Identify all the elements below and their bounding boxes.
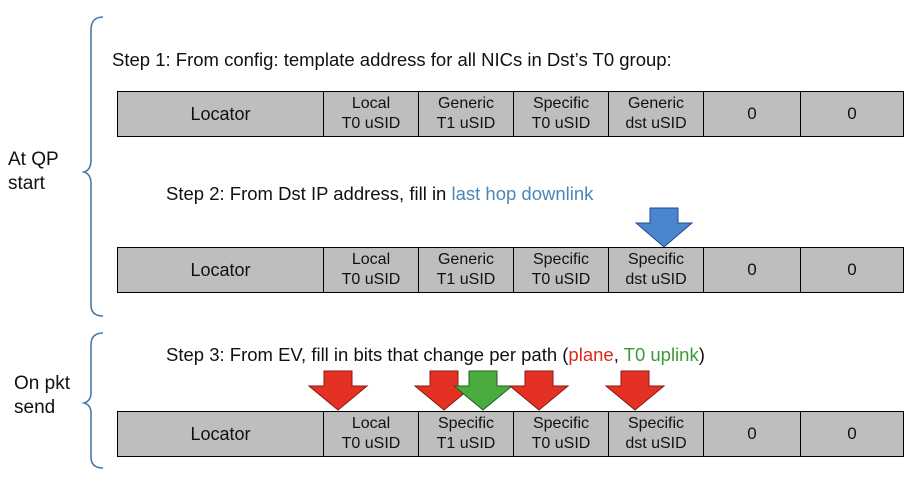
cell-t1: Specific T1 uSID xyxy=(419,412,514,456)
cell-text: T1 uSID xyxy=(436,115,496,132)
step2-prefix: Step 2: From Dst IP address, fill in xyxy=(166,183,452,204)
cell-text: Locator xyxy=(190,424,251,444)
pkt-send-line2: send xyxy=(14,397,56,418)
cell-local-t0: Local T0 uSID xyxy=(324,412,419,456)
step2-highlight: last hop downlink xyxy=(451,183,594,204)
cell-text: dst uSID xyxy=(625,435,687,452)
cell-text: Specific xyxy=(627,415,684,432)
cell-text: Specific xyxy=(532,251,590,268)
cell-text: 0 xyxy=(747,424,757,443)
cell-zero-a: 0 xyxy=(704,412,801,456)
cell-text: T0 uSID xyxy=(531,435,591,452)
cell-locator: Locator xyxy=(118,248,324,292)
cell-zero-b: 0 xyxy=(801,412,903,456)
cell-zero-a: 0 xyxy=(704,92,801,136)
step3-prefix: Step 3: From EV, fill in bits that chang… xyxy=(166,344,569,365)
cell-text: Local xyxy=(351,415,391,432)
cell-text: Local xyxy=(351,95,391,112)
down-arrow-red-local-t0 xyxy=(307,370,369,411)
step2-text: Step 2: From Dst IP address, fill in las… xyxy=(166,183,593,205)
step1-text: Step 1: From config: template address fo… xyxy=(112,49,672,70)
cell-local-t0: Local T0 uSID xyxy=(324,92,419,136)
cell-dst: Specific dst uSID xyxy=(609,248,704,292)
cell-text: Generic xyxy=(627,95,684,112)
qp-start-line2: start xyxy=(8,173,45,194)
cell-t1: Generic T1 uSID xyxy=(419,248,514,292)
cell-text: dst uSID xyxy=(625,115,687,132)
cell-t0: Specific T0 uSID xyxy=(514,412,609,456)
down-arrow-red-t1 xyxy=(413,370,475,411)
cell-text: T0 uSID xyxy=(341,271,401,288)
cell-t1: Generic T1 uSID xyxy=(419,92,514,136)
qp-start-brace xyxy=(81,16,104,317)
cell-text: Locator xyxy=(190,260,251,280)
cell-text: Local xyxy=(351,251,391,268)
address-row-1: Locator Local T0 uSID Generic T1 uSID Spec… xyxy=(117,91,904,137)
step3-text: Step 3: From EV, fill in bits that chang… xyxy=(166,344,705,366)
cell-text: T0 uSID xyxy=(341,435,401,452)
cell-text: Specific xyxy=(532,95,590,112)
cell-text: 0 xyxy=(747,260,757,279)
down-arrow-red-dst xyxy=(604,370,666,411)
cell-dst: Generic dst uSID xyxy=(609,92,704,136)
cell-text: T0 uSID xyxy=(531,115,591,132)
down-arrow-blue xyxy=(634,207,694,248)
step3-t0-uplink: T0 uplink xyxy=(623,344,699,365)
cell-text: T1 uSID xyxy=(436,435,496,452)
cell-text: 0 xyxy=(847,424,857,443)
step3-plane: plane xyxy=(568,344,614,365)
cell-text: Specific xyxy=(532,415,590,432)
down-arrow-red-t0 xyxy=(508,370,570,411)
cell-text: 0 xyxy=(747,104,757,123)
down-arrow-green-t1 xyxy=(452,370,514,411)
pkt-send-label: On pkt send xyxy=(14,372,70,420)
pkt-send-line1: On pkt xyxy=(14,373,70,394)
address-row-2: Locator Local T0 uSID Generic T1 uSID Spec… xyxy=(117,247,904,293)
cell-locator: Locator xyxy=(118,92,324,136)
cell-text: Generic xyxy=(437,95,495,112)
cell-local-t0: Local T0 uSID xyxy=(324,248,419,292)
cell-text: T0 uSID xyxy=(531,271,591,288)
cell-text: T0 uSID xyxy=(341,115,401,132)
cell-locator: Locator xyxy=(118,412,324,456)
cell-dst: Specific dst uSID xyxy=(609,412,704,456)
cell-zero-a: 0 xyxy=(704,248,801,292)
step3-sep: , xyxy=(613,344,624,365)
cell-t0: Specific T0 uSID xyxy=(514,248,609,292)
qp-start-line1: At QP xyxy=(8,149,59,170)
cell-text: dst uSID xyxy=(625,271,687,288)
step3-suffix: ) xyxy=(698,344,705,365)
cell-t0: Specific T0 uSID xyxy=(514,92,609,136)
pkt-send-brace xyxy=(81,332,104,469)
cell-text: Specific xyxy=(627,251,684,268)
cell-zero-b: 0 xyxy=(801,248,903,292)
cell-text: 0 xyxy=(847,260,857,279)
cell-text: Specific xyxy=(437,415,495,432)
address-row-3: Locator Local T0 uSID Specific T1 uSID Spe… xyxy=(117,411,904,457)
cell-text: 0 xyxy=(847,104,857,123)
cell-zero-b: 0 xyxy=(801,92,903,136)
cell-text: Locator xyxy=(190,104,251,124)
cell-text: Generic xyxy=(437,251,495,268)
qp-start-label: At QP start xyxy=(8,148,59,196)
cell-text: T1 uSID xyxy=(436,271,496,288)
